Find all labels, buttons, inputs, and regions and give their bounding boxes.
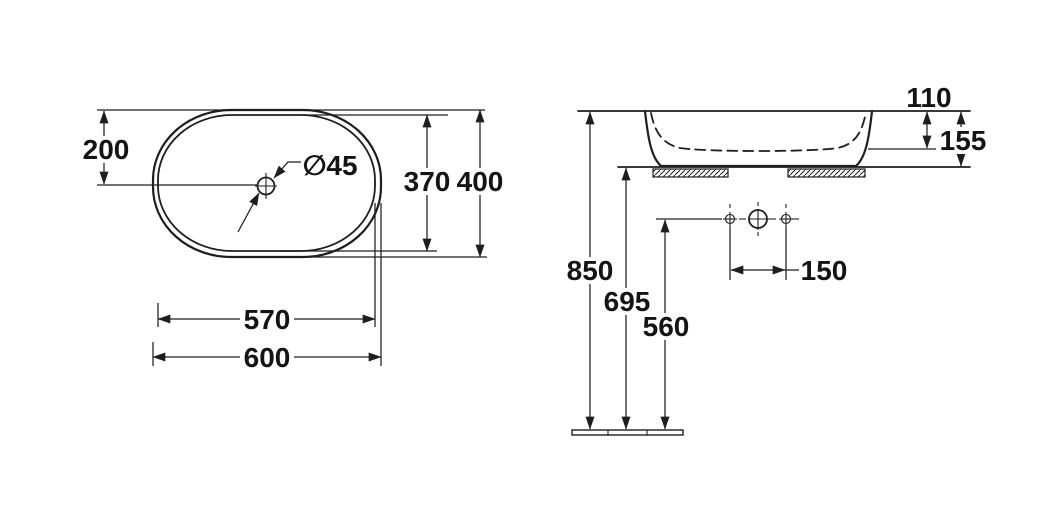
side-view-extension-lines [656,148,936,280]
drain-diameter-label: ∅45 [302,150,357,181]
top-view: ∅45 200 370 400 570 [80,108,506,373]
dim-400-label: 400 [457,166,504,197]
dim-110-label: 110 [906,82,951,113]
dim-850-label: 850 [567,255,614,286]
floor-line [571,429,684,436]
dim-695: 695 [601,167,654,430]
dim-155-label: 155 [940,125,987,156]
dim-570-label: 570 [244,304,291,335]
hole-centerline-dashes [729,202,799,236]
dim-560: 560 [640,219,693,430]
dim-150: 150 [730,255,848,286]
dim-400: 400 [454,109,506,258]
fitting-holes [723,202,799,236]
dim-370: 370 [401,114,453,252]
dim-110: 110 [906,82,952,149]
dim-370-label: 370 [404,166,451,197]
dim-850: 850 [564,111,617,430]
dim-150-label: 150 [801,255,848,286]
dim-600-label: 600 [244,342,291,373]
dim-600: 600 [152,342,382,373]
drain-diameter-leader: ∅45 [237,150,360,233]
dim-570: 570 [157,304,376,335]
dim-200: 200 [80,110,132,185]
dim-200-label: 200 [83,134,130,165]
dim-155: 155 [937,111,991,167]
basin-outer-rim [151,108,383,259]
basin-inner-profile-dashed [650,111,867,152]
drain-hole [255,173,277,199]
basin-profile [643,109,874,168]
countertop-hatch [652,168,866,178]
basin-inner-rim [157,114,376,252]
dim-695-label: 695 [604,286,651,317]
dim-560-label: 560 [643,311,690,342]
side-view: 150 110 155 850 695 560 [564,82,991,436]
